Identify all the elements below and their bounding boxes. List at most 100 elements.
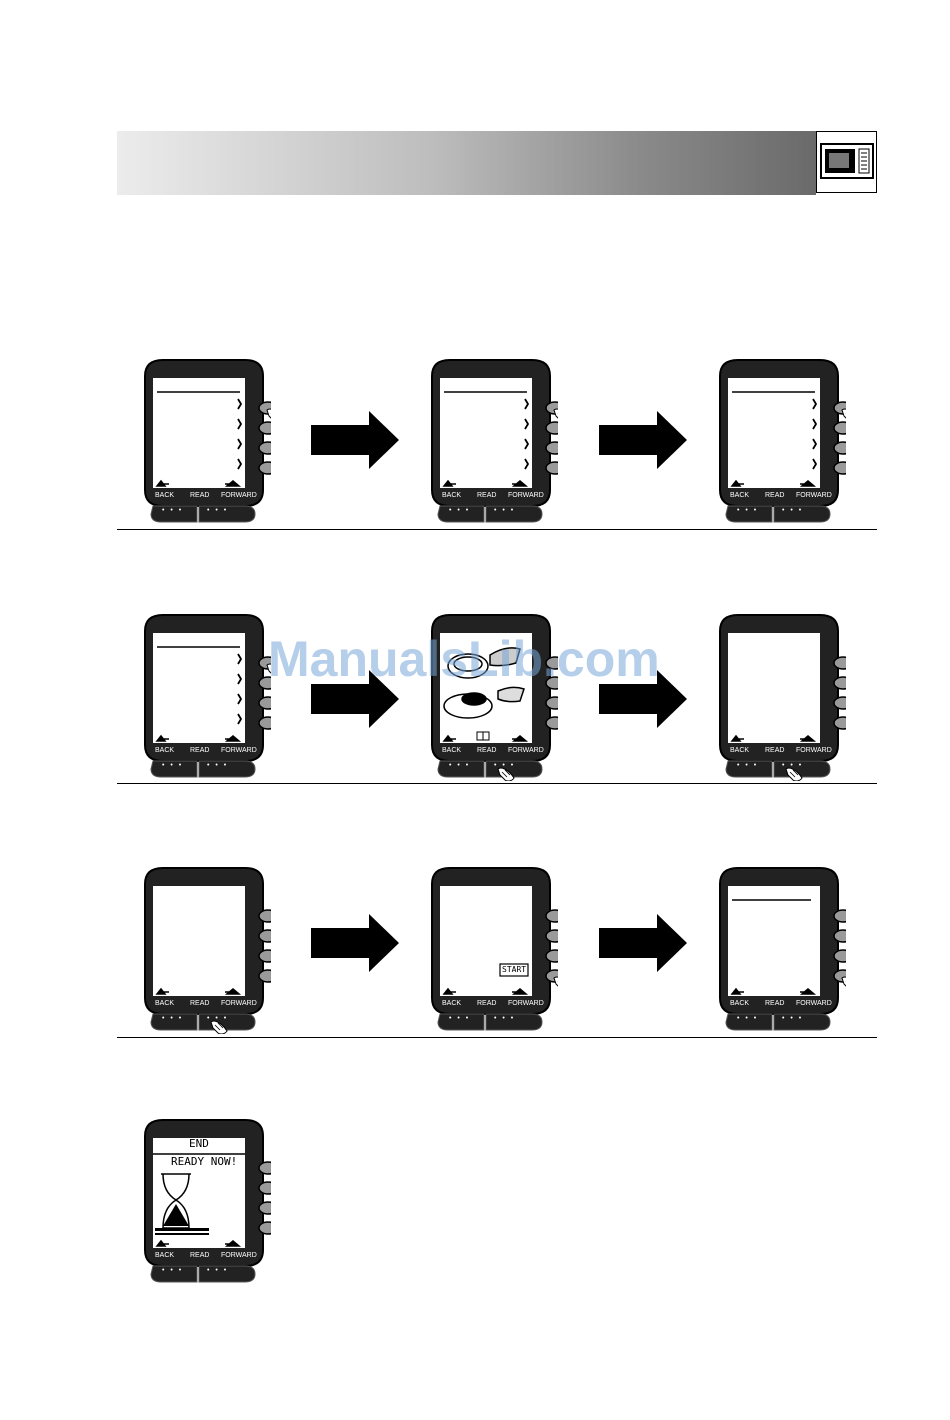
forward-label: FORWARD [221,492,257,499]
back-button-dots[interactable]: • • • [449,1015,471,1022]
back-button [725,505,773,523]
device-screen [728,378,820,488]
forward-button-dots[interactable]: • • • [782,1015,804,1022]
device-screen [728,633,820,743]
back-label: BACK [730,492,750,499]
pointing-hand-icon [553,408,558,419]
ready-now-label: READY NOW! [171,1155,238,1168]
forward-button-dots[interactable]: • • • [494,507,516,514]
pointing-hand-icon [210,1020,228,1034]
read-label: READ [190,1000,210,1007]
back-button-dots[interactable]: • • • [737,1015,759,1022]
side-button-1 [545,656,558,670]
side-button-2 [258,676,271,690]
side-button-3 [833,696,846,710]
forward-label: FORWARD [221,1252,257,1259]
right-arrow-icon [599,411,689,469]
back-button-dots[interactable]: • • • [737,507,759,514]
back-label: BACK [155,492,175,499]
back-button [150,1013,198,1031]
side-button-3 [833,441,846,455]
pointing-hand-icon [497,767,515,781]
side-button-3 [258,949,271,963]
start-label: START [502,965,527,974]
pointing-hand-icon [785,767,803,781]
side-button-2 [833,929,846,943]
side-button-2 [545,676,558,690]
back-button-dots[interactable]: • • • [162,507,184,514]
pointing-hand-icon [266,663,271,674]
forward-button-dots[interactable]: • • • [494,1015,516,1022]
back-label: BACK [442,747,462,754]
back-label: BACK [442,1000,462,1007]
device-screen [153,886,245,996]
forward-button-dots[interactable]: • • • [494,762,516,769]
side-button-4 [258,716,271,730]
pointing-hand-icon [266,408,271,419]
device-screen [728,886,820,996]
forward-button-dots[interactable]: • • • [207,1267,229,1274]
side-button-4 [258,461,271,475]
forward-button [198,1265,256,1283]
forward-button-dots[interactable]: • • • [207,507,229,514]
side-button-3 [545,441,558,455]
right-arrow-icon [599,914,689,972]
forward-button-dots[interactable]: • • • [207,762,229,769]
side-button-4 [258,1221,271,1235]
side-button-2 [545,421,558,435]
forward-button-dots[interactable]: • • • [782,762,804,769]
back-button-dots[interactable]: • • • [737,762,759,769]
side-button-1 [258,1161,271,1175]
section-divider [117,783,877,784]
forward-button-dots[interactable]: • • • [207,1015,229,1022]
side-button-3 [258,696,271,710]
device-screen [440,886,532,996]
hourglass-icon [155,1173,209,1235]
forward-button-dots[interactable]: • • • [782,507,804,514]
forward-label: FORWARD [508,1000,544,1007]
right-arrow-icon [599,670,689,728]
back-label: BACK [155,1000,175,1007]
back-button [725,1013,773,1031]
forward-label: FORWARD [221,1000,257,1007]
forward-label: FORWARD [796,492,832,499]
back-label: BACK [730,747,750,754]
side-button-1 [258,909,271,923]
forward-button [773,505,831,523]
remote-device-5: BACK READ FORWARD • • • • • • [428,611,558,781]
side-button-1 [833,656,846,670]
forward-label: FORWARD [508,747,544,754]
side-button-4 [545,716,558,730]
back-button-dots[interactable]: • • • [162,1015,184,1022]
side-button-4 [833,716,846,730]
read-label: READ [477,747,497,754]
forward-button [485,1013,543,1031]
back-button [150,1265,198,1283]
back-label: BACK [730,1000,750,1007]
forward-button [485,505,543,523]
forward-button [198,760,256,778]
pointing-hand-icon [553,976,558,987]
remote-device-7: BACK READ FORWARD • • • • • • [141,864,271,1034]
book-icon [476,731,490,741]
side-button-3 [545,949,558,963]
back-button [437,1013,485,1031]
back-button-dots[interactable]: • • • [449,507,471,514]
back-button-dots[interactable]: • • • [162,762,184,769]
side-button-2 [258,1181,271,1195]
forward-label: FORWARD [221,747,257,754]
forward-button [773,1013,831,1031]
back-button-dots[interactable]: • • • [449,762,471,769]
back-label: BACK [155,1252,175,1259]
side-button-1 [545,909,558,923]
back-button-dots[interactable]: • • • [162,1267,184,1274]
read-label: READ [190,747,210,754]
back-button [150,760,198,778]
right-arrow-icon [311,670,401,728]
side-button-3 [545,696,558,710]
side-button-2 [545,929,558,943]
